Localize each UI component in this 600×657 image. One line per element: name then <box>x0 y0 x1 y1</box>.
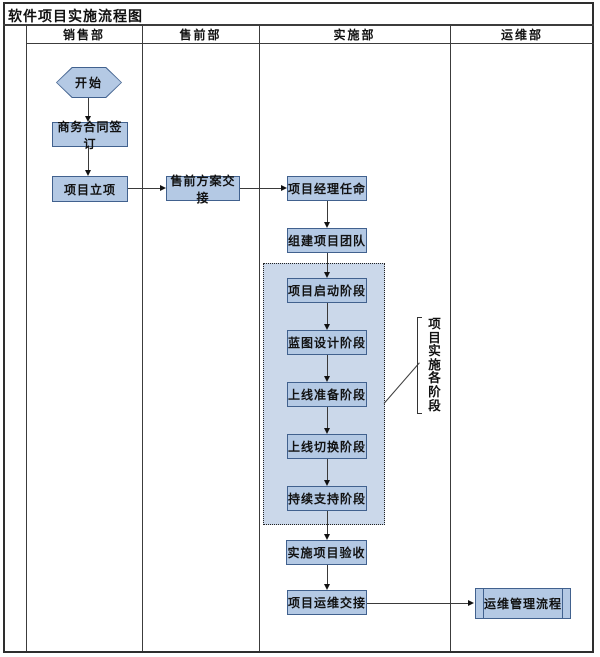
connector-presales-pm <box>240 188 282 189</box>
arrowhead-support-acceptance <box>324 534 330 540</box>
ops-management-process-label: 运维管理流程 <box>483 597 562 611</box>
page-border <box>3 2 594 653</box>
connector-opshandover-opsprocess <box>367 603 469 604</box>
start-node-label: 开始 <box>57 68 121 97</box>
node-build-team: 组建项目团队 <box>287 228 367 253</box>
arrowhead-prep-switch <box>324 428 330 434</box>
node-phase-kickoff: 项目启动阶段 <box>287 278 367 303</box>
lane-header-implementation: 实施部 <box>333 28 376 42</box>
connector-switch-support <box>327 459 328 481</box>
arrowhead-switch-support <box>324 480 330 486</box>
connector-initiation-presales <box>128 188 161 189</box>
node-presales-handover: 售前方案交接 <box>166 174 240 205</box>
arrowhead-presales-pm <box>281 185 287 191</box>
node-project-acceptance: 实施项目验收 <box>286 540 367 565</box>
connector-blueprint-prep <box>327 355 328 377</box>
connector-start-contract <box>88 98 89 117</box>
annotation-label: 项目实施各阶段 <box>428 317 441 413</box>
arrowhead-blueprint-prep <box>324 376 330 382</box>
node-phase-ongoing-support: 持续支持阶段 <box>287 486 367 511</box>
lane-divider-presales-impl <box>259 26 260 651</box>
annotation-bracket <box>417 317 422 414</box>
arrowhead-contract-initiation <box>85 170 91 176</box>
connector-prep-switch <box>327 407 328 429</box>
page-title: 软件项目实施流程图 <box>8 10 143 25</box>
node-ops-handover: 项目运维交接 <box>287 590 367 615</box>
node-ops-management-process: 运维管理流程 <box>475 588 571 619</box>
arrowhead-kickoff-blueprint <box>324 324 330 330</box>
connector-support-acceptance <box>327 511 328 535</box>
node-contract-sign: 商务合同签订 <box>52 120 128 151</box>
node-phase-golive-prep: 上线准备阶段 <box>287 382 367 407</box>
lane-header-operations: 运维部 <box>500 28 543 42</box>
start-node: 开始 <box>56 67 122 98</box>
connector-team-kickoff <box>327 253 328 273</box>
arrowhead-team-kickoff <box>324 272 330 278</box>
arrowhead-start-contract <box>85 116 91 122</box>
arrowhead-pm-team <box>324 222 330 228</box>
node-phase-blueprint: 蓝图设计阶段 <box>287 330 367 355</box>
lane-header-sales: 销售部 <box>62 28 105 42</box>
function-band-divider <box>26 26 27 651</box>
lane-divider-impl-ops <box>450 26 451 651</box>
arrowhead-acceptance-opshandover <box>324 584 330 590</box>
connector-acceptance-opshandover <box>327 565 328 585</box>
predefined-process-right-bar <box>562 589 563 618</box>
lane-divider-sales-presales <box>142 26 143 651</box>
title-separator-line <box>3 24 594 26</box>
predefined-process-left-bar <box>483 589 484 618</box>
node-project-initiation: 项目立项 <box>52 176 128 202</box>
arrowhead-opshandover-opsprocess <box>468 600 474 606</box>
connector-kickoff-blueprint <box>327 303 328 325</box>
node-pm-appointment: 项目经理任命 <box>287 176 367 201</box>
connector-pm-team <box>327 201 328 223</box>
arrowhead-initiation-presales <box>160 185 166 191</box>
node-phase-golive-switch: 上线切换阶段 <box>287 434 367 459</box>
connector-contract-initiation <box>88 147 89 171</box>
lane-header-separator-line <box>26 43 594 44</box>
lane-header-presales: 售前部 <box>179 28 222 42</box>
